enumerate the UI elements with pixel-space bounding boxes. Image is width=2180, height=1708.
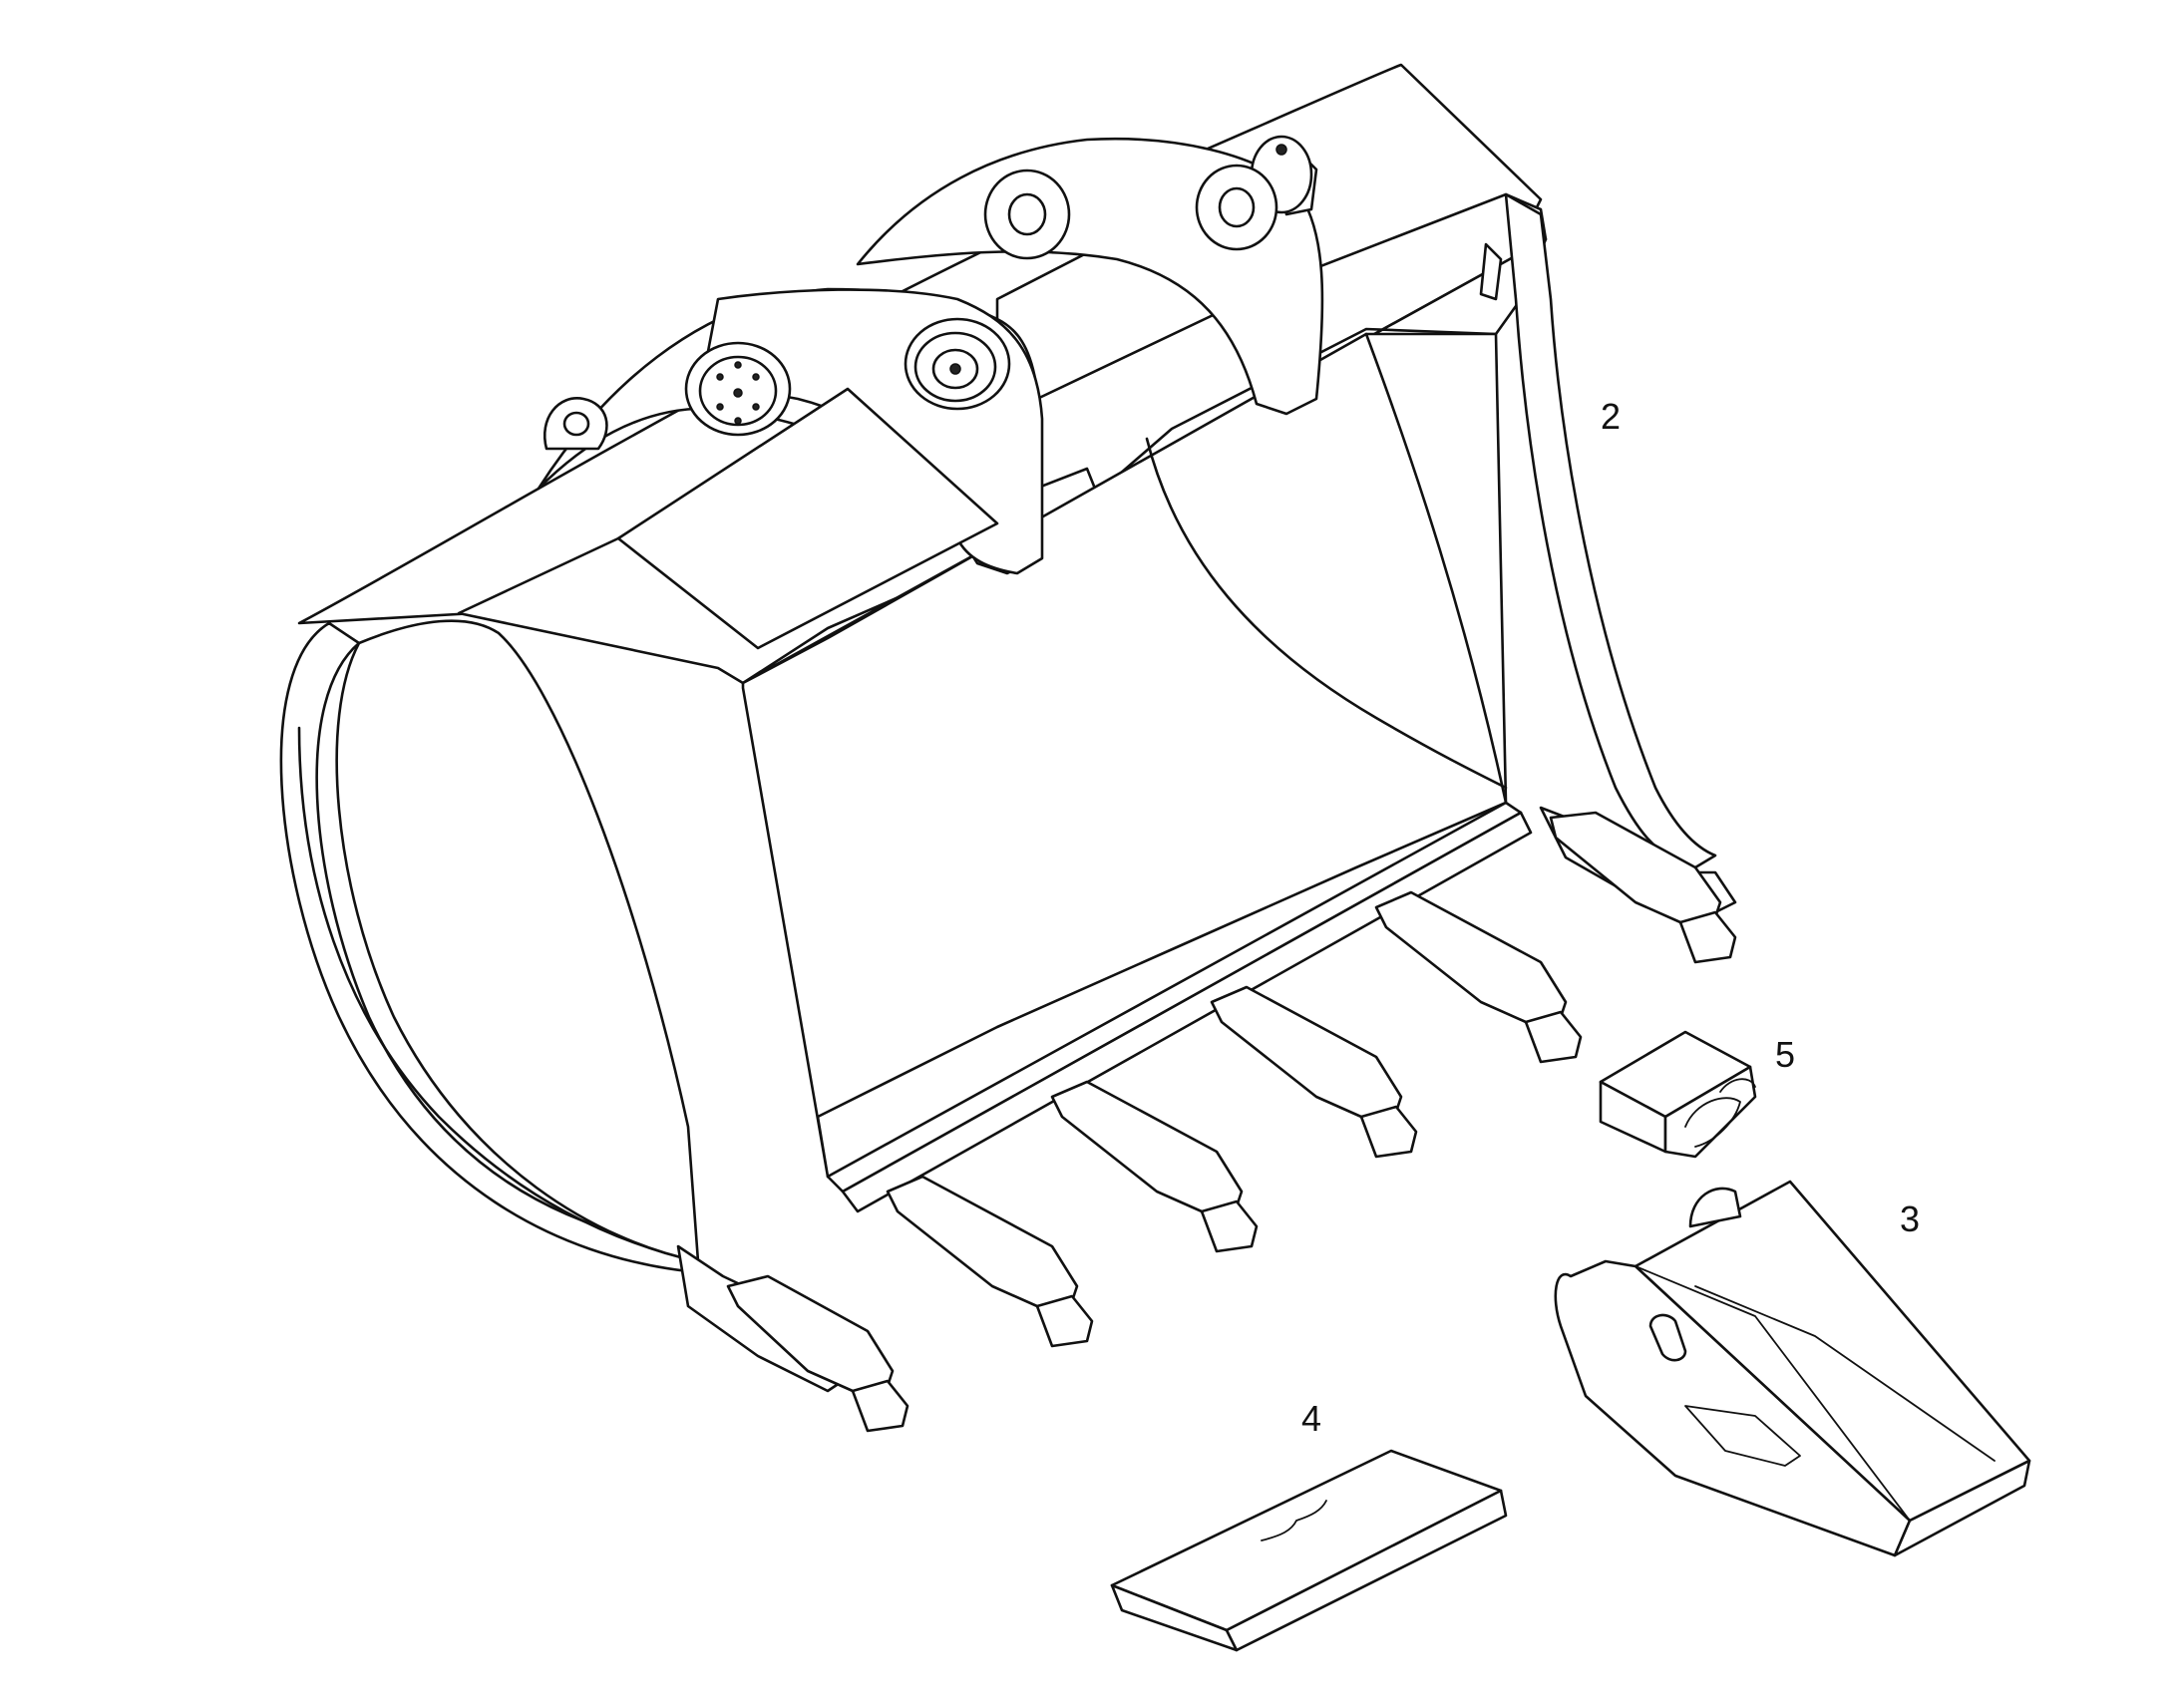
left-pin-boss [684,341,792,437]
tooth-adapter [1200,1199,1259,1253]
tooth-bottom-face [1893,1459,2031,1557]
right-rear-lug [1479,242,1503,301]
wear-strip [1110,1449,1508,1652]
replacement-tooth [1554,1180,2031,1557]
callout-retainer: 5 [1775,1034,1795,1075]
tooth-top-lug [1688,1187,1742,1228]
tooth-adapter [1359,1105,1418,1159]
retainer-block [1599,1030,1757,1159]
bucket-left-step-plate [616,387,999,650]
left-lifting-eye [544,397,608,451]
tooth-recess [1684,1405,1801,1467]
callout-bucket: 2 [1601,396,1621,437]
bucket-left-side-inner [335,619,700,1263]
bucket-right-inner-curve [1364,332,1508,805]
bucket-tooth [1374,890,1568,1034]
retainer-clip-2 [1719,1078,1756,1093]
bucket-cutting-edge-front [841,811,1533,1213]
tooth-adapter [1035,1294,1094,1348]
tooth-pin-slot [1648,1313,1687,1362]
retainer-clip [1684,1097,1741,1148]
center-pin-boss [904,317,1011,411]
callout-wear-strip: 4 [1301,1398,1321,1439]
tooth-adapter [851,1379,909,1433]
tooth-adapter [1524,1010,1583,1064]
bucket-tooth [1050,1080,1244,1223]
callout-tooth: 3 [1900,1198,1920,1239]
tooth-ridge-line [1694,1285,1996,1462]
bucket-left-side-edge [297,726,700,1263]
wear-strip-side [1225,1489,1508,1652]
bucket-tooth [886,1175,1079,1318]
bucket-right-back-curve [1145,437,1508,790]
wear-strip-notch [1261,1500,1327,1541]
bucket-assembly [279,63,1737,1433]
bucket-right-side-plate [1504,192,1717,869]
bucket-tooth [1210,985,1403,1129]
upper-lug-rings [983,164,1278,260]
tooth-adapter [1678,910,1737,964]
tooth-ridge-line-2 [1635,1265,1911,1522]
bucket-tooth [1549,811,1722,934]
bucket-teeth-row [726,811,1737,1433]
